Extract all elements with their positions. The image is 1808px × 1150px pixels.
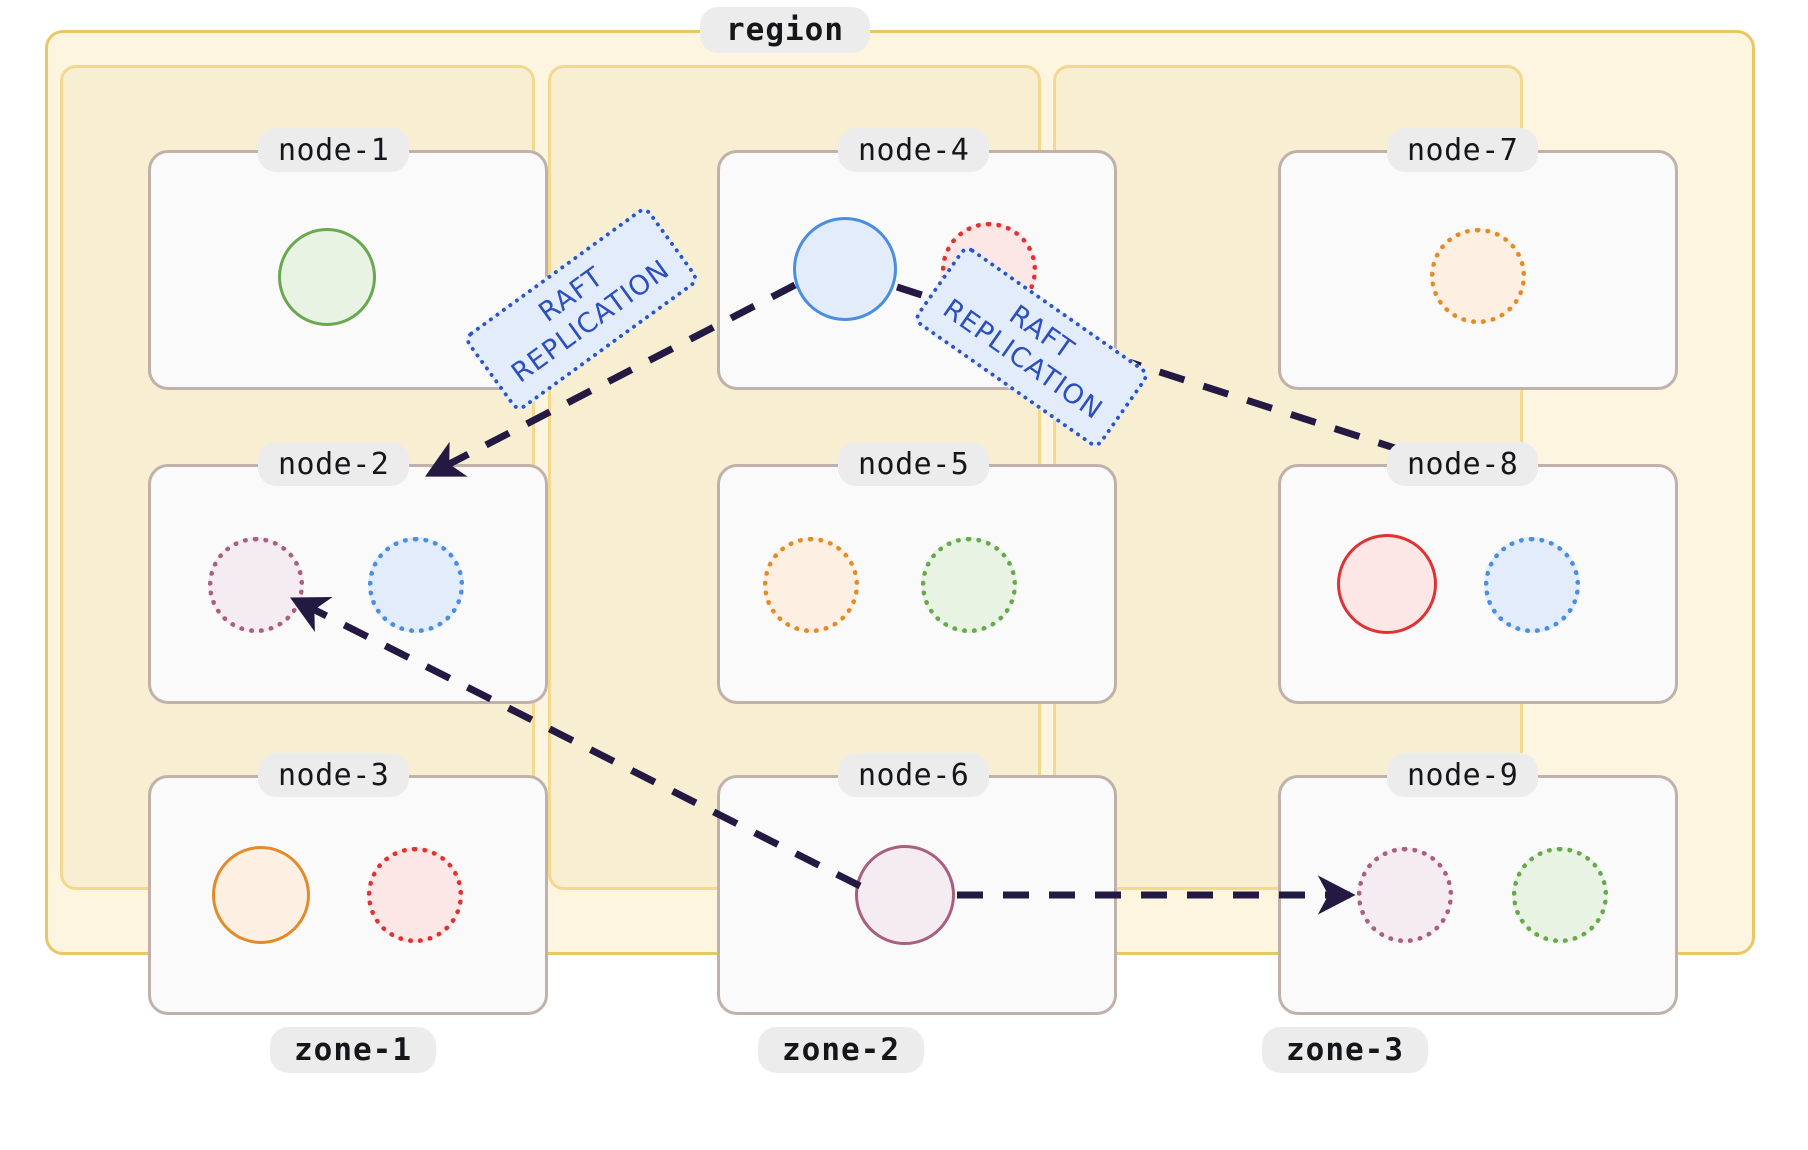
node-label-node-8: node-8	[1387, 442, 1539, 486]
shard-node-4-0[interactable]	[793, 217, 897, 321]
node-label-node-1: node-1	[258, 128, 410, 172]
node-container-node-9[interactable]	[1278, 775, 1678, 1015]
shard-node-8-1[interactable]	[1484, 537, 1580, 633]
shard-node-5-0[interactable]	[763, 537, 859, 633]
shard-node-6-0[interactable]	[855, 845, 955, 945]
node-container-node-3[interactable]	[148, 775, 548, 1015]
node-label-node-2: node-2	[258, 442, 410, 486]
node-label-node-3: node-3	[258, 753, 410, 797]
shard-node-5-1[interactable]	[921, 537, 1017, 633]
shard-node-2-1[interactable]	[368, 537, 464, 633]
shard-node-9-0[interactable]	[1357, 847, 1453, 943]
zone-label-zone-2: zone-2	[758, 1027, 924, 1073]
shard-node-3-1[interactable]	[367, 847, 463, 943]
shard-node-3-0[interactable]	[212, 846, 310, 944]
node-label-node-6: node-6	[838, 753, 990, 797]
zone-label-zone-3: zone-3	[1262, 1027, 1428, 1073]
shard-node-9-1[interactable]	[1512, 847, 1608, 943]
region-label: region	[700, 7, 870, 53]
node-label-node-4: node-4	[838, 128, 990, 172]
zone-label-zone-1: zone-1	[270, 1027, 436, 1073]
shard-node-1-0[interactable]	[278, 228, 376, 326]
shard-node-8-0[interactable]	[1337, 534, 1437, 634]
node-label-node-9: node-9	[1387, 753, 1539, 797]
node-label-node-7: node-7	[1387, 128, 1539, 172]
shard-node-2-0[interactable]	[208, 537, 304, 633]
shard-node-7-0[interactable]	[1430, 228, 1526, 324]
node-label-node-5: node-5	[838, 442, 990, 486]
